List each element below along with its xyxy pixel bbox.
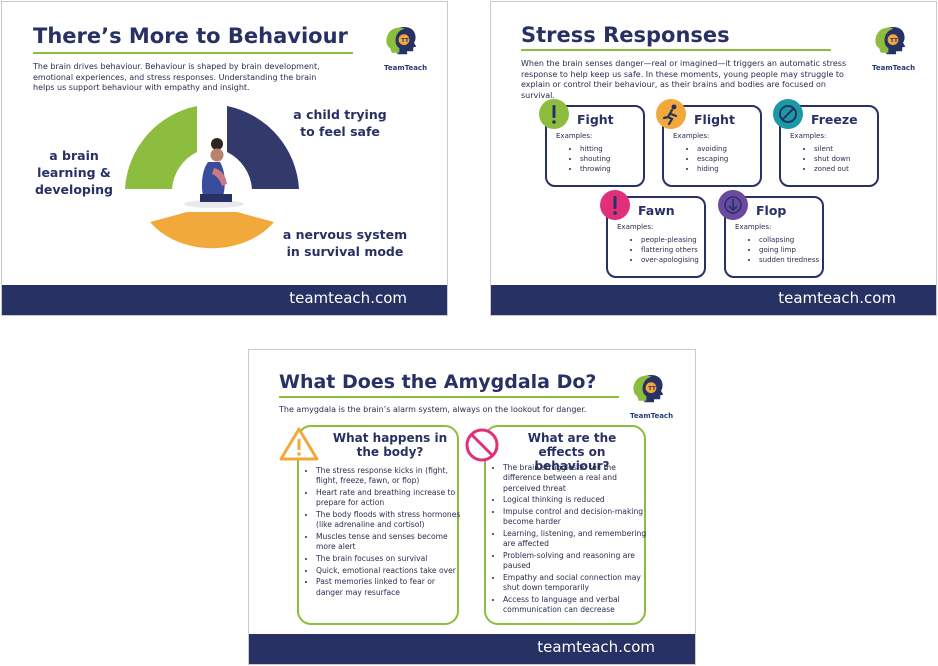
intro-text: When the brain senses danger—real or ima… (521, 59, 847, 100)
examples-list: hitting shouting throwing (572, 144, 611, 174)
list-item: Past memories linked to fear or danger m… (316, 577, 464, 598)
logo-text: TeamTeach (630, 412, 674, 420)
title-underline (279, 396, 619, 398)
body-effects-list: The stress response kicks in (fight, fli… (307, 466, 464, 599)
body-effects-box (297, 425, 459, 625)
examples-list: avoiding escaping hiding (689, 144, 728, 174)
label-nervous-system: a nervous system in survival mode (282, 227, 408, 259)
sitting-child-illustration (184, 138, 244, 208)
no-entry-icon (773, 99, 803, 129)
segment-brain-learning (125, 106, 197, 189)
list-item: The brain struggles to tell the differen… (503, 463, 651, 494)
examples-list: people-pleasing flattering others over-a… (633, 235, 699, 265)
running-icon (656, 99, 686, 129)
teamteach-logo: TT (633, 375, 664, 403)
examples-list: silent shut down zoned out (806, 144, 850, 174)
examples-list: collapsing going limp sudden tiredness (751, 235, 819, 265)
example-item: avoiding (697, 144, 728, 154)
card-stress-responses: Stress Responses When the brain senses d… (490, 1, 937, 316)
footer-url[interactable]: teamteach.com (537, 638, 655, 656)
response-title: Freeze (811, 112, 858, 127)
svg-text:TT: TT (401, 38, 409, 44)
example-item: flattering others (641, 245, 699, 255)
behaviour-effects-box (484, 425, 646, 625)
list-item: Access to language and verbal communicat… (503, 595, 651, 616)
examples-label: Examples: (790, 132, 827, 140)
response-title: Flop (756, 203, 787, 218)
warning-icon (279, 427, 319, 461)
teamteach-logo: TT (386, 27, 417, 55)
footer-bar: teamteach.com (2, 285, 447, 315)
response-title: Fight (577, 112, 614, 127)
behaviour-effects-list: The brain struggles to tell the differen… (494, 463, 651, 617)
example-item: over-apologising (641, 255, 699, 265)
list-item: Impulse control and decision-making beco… (503, 507, 651, 528)
list-item: Heart rate and breathing increase to pre… (316, 488, 464, 509)
list-item: Quick, emotional reactions take over (316, 566, 464, 576)
example-item: sudden tiredness (759, 255, 819, 265)
example-item: shouting (580, 154, 611, 164)
segment-nervous-system (150, 212, 274, 249)
list-item: Empathy and social connection may shut d… (503, 573, 651, 594)
list-item: The body floods with stress hormones (li… (316, 510, 464, 531)
svg-text:TT: TT (648, 386, 656, 392)
examples-label: Examples: (673, 132, 710, 140)
list-item: Logical thinking is reduced (503, 495, 651, 505)
example-item: going limp (759, 245, 819, 255)
examples-label: Examples: (735, 223, 772, 231)
label-child-safe: a child trying to feel safe (293, 107, 387, 139)
behaviour-effects-title: What are the effects on behaviour? (527, 431, 617, 473)
title-underline (33, 52, 353, 54)
exclamation-icon (539, 99, 569, 129)
svg-text:TT: TT (890, 38, 898, 44)
example-item: escaping (697, 154, 728, 164)
footer-url[interactable]: teamteach.com (289, 289, 407, 307)
intro-text: The brain drives behaviour. Behaviour is… (33, 62, 320, 92)
footer-url[interactable]: teamteach.com (778, 289, 896, 307)
title-underline (521, 49, 831, 51)
list-item: Problem-solving and reasoning are paused (503, 551, 651, 572)
page-title: Stress Responses (521, 23, 730, 47)
response-title: Fawn (638, 203, 675, 218)
list-item: Muscles tense and senses become more ale… (316, 532, 464, 553)
response-title: Flight (694, 112, 735, 127)
example-item: people-pleasing (641, 235, 699, 245)
label-brain-learning: a brain learning & developing (34, 148, 113, 197)
behaviour-wheel (125, 106, 299, 249)
examples-label: Examples: (556, 132, 593, 140)
teamteach-logo: TT (875, 27, 906, 55)
card-amygdala: What Does the Amygdala Do? The amygdala … (248, 349, 696, 665)
footer-bar: teamteach.com (249, 634, 695, 664)
body-effects-title: What happens in the body? (332, 431, 448, 459)
logo-text: TeamTeach (872, 64, 916, 72)
down-arrow-icon (718, 190, 748, 220)
example-item: collapsing (759, 235, 819, 245)
logo-text: TeamTeach (384, 64, 428, 72)
list-item: The brain focuses on survival (316, 554, 464, 564)
example-item: zoned out (814, 164, 850, 174)
response-box-fawn: Fawn Examples: people-pleasing flatterin… (606, 196, 706, 278)
intro-text: The amygdala is the brain’s alarm system… (279, 405, 587, 414)
card-more-to-behaviour: There’s More to Behaviour The brain driv… (1, 1, 448, 316)
list-item: The stress response kicks in (fight, fli… (316, 466, 464, 487)
example-item: hiding (697, 164, 728, 174)
example-item: hitting (580, 144, 611, 154)
examples-label: Examples: (617, 223, 654, 231)
page-title: There’s More to Behaviour (33, 24, 348, 48)
footer-bar: teamteach.com (491, 285, 936, 315)
prohibited-icon (465, 428, 499, 462)
segment-child-safe (227, 106, 299, 189)
example-item: throwing (580, 164, 611, 174)
example-item: shut down (814, 154, 850, 164)
exclamation-icon (600, 190, 630, 220)
page-title: What Does the Amygdala Do? (279, 371, 597, 393)
example-item: silent (814, 144, 850, 154)
list-item: Learning, listening, and remembering are… (503, 529, 651, 550)
